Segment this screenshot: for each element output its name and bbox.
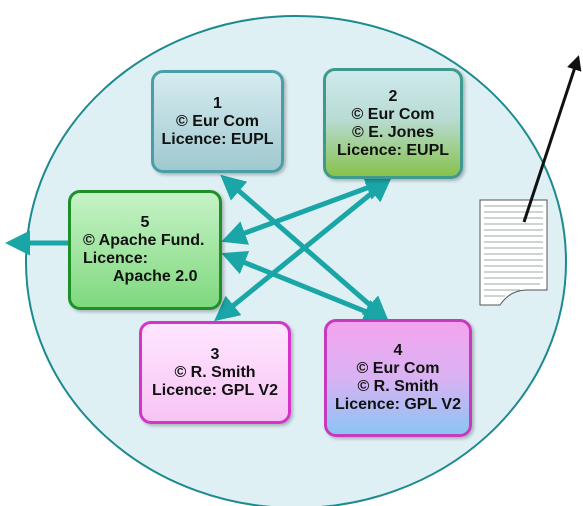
box-5-licence-value: Apache 2.0 xyxy=(113,268,198,285)
box-2-number: 2 xyxy=(388,87,398,105)
component-box-5: 5 © Apache Fund. Licence: Apache 2.0 xyxy=(68,190,222,310)
component-box-2: 2 © Eur Com © E. Jones Licence: EUPL xyxy=(323,68,463,179)
box-2-copyright-1: © Eur Com xyxy=(351,105,435,123)
box-4-number: 4 xyxy=(393,342,403,359)
arrow-2-to-5 xyxy=(221,176,391,245)
box-3-number: 3 xyxy=(210,345,220,363)
box-5-copyright: © Apache Fund. xyxy=(83,232,205,249)
document-icon xyxy=(479,199,548,306)
box-1-number: 1 xyxy=(213,94,222,112)
component-box-4: 4 © Eur Com © R. Smith Licence: GPL V2 xyxy=(324,319,472,437)
box-5-licence-label: Licence: xyxy=(83,250,148,267)
box-1-copyright: © Eur Com xyxy=(176,112,259,130)
box-4-copyright-2: © R. Smith xyxy=(357,378,439,395)
box-1-licence: Licence: EUPL xyxy=(161,130,274,148)
box-3-licence: Licence: GPL V2 xyxy=(152,381,278,399)
connection-arrows xyxy=(5,174,392,324)
pointer-line xyxy=(522,55,582,223)
box-4-licence: Licence: GPL V2 xyxy=(335,396,461,413)
component-box-1: 1 © Eur Com Licence: EUPL xyxy=(151,70,284,173)
arrow-5-to-4 xyxy=(221,250,389,324)
box-2-copyright-2: © E. Jones xyxy=(351,123,435,141)
box-3-copyright: © R. Smith xyxy=(174,363,256,381)
component-box-3: 3 © R. Smith Licence: GPL V2 xyxy=(139,321,291,424)
box-2-licence: Licence: EUPL xyxy=(336,141,450,159)
box-5-number: 5 xyxy=(140,214,150,231)
box-4-copyright-1: © Eur Com xyxy=(356,360,440,377)
